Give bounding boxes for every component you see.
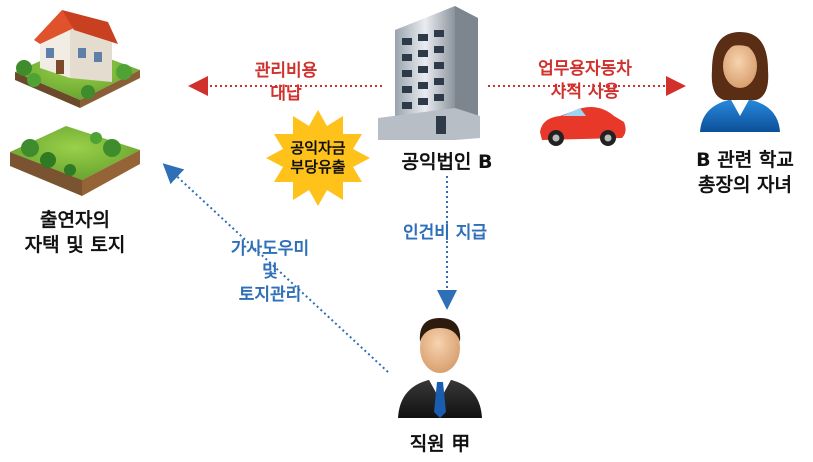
label-housework: 가사도우미 및 토지관리 [230, 239, 310, 305]
label-child: B 관련 학교 총장의 자녀 [696, 149, 794, 196]
woman-icon [700, 32, 780, 132]
land-icon [10, 126, 140, 196]
label-labor-cost: 인건비 지급 [402, 223, 488, 243]
starburst-shape [266, 110, 370, 206]
label-public-corp: 공익법인 B [401, 151, 493, 173]
label-employee: 직원 甲 [409, 433, 471, 455]
car-icon [540, 107, 626, 146]
label-house-land: 출연자의 자택 및 토지 [24, 209, 126, 256]
house-icon [15, 10, 140, 108]
label-burst: 공익자금 부당유출 [290, 139, 346, 176]
label-company-car: 업무용자동차 사적 사용 [538, 59, 632, 102]
man-icon [398, 318, 482, 418]
office-building-icon [378, 6, 480, 140]
label-management-cost: 관리비용 대납 [254, 61, 318, 104]
